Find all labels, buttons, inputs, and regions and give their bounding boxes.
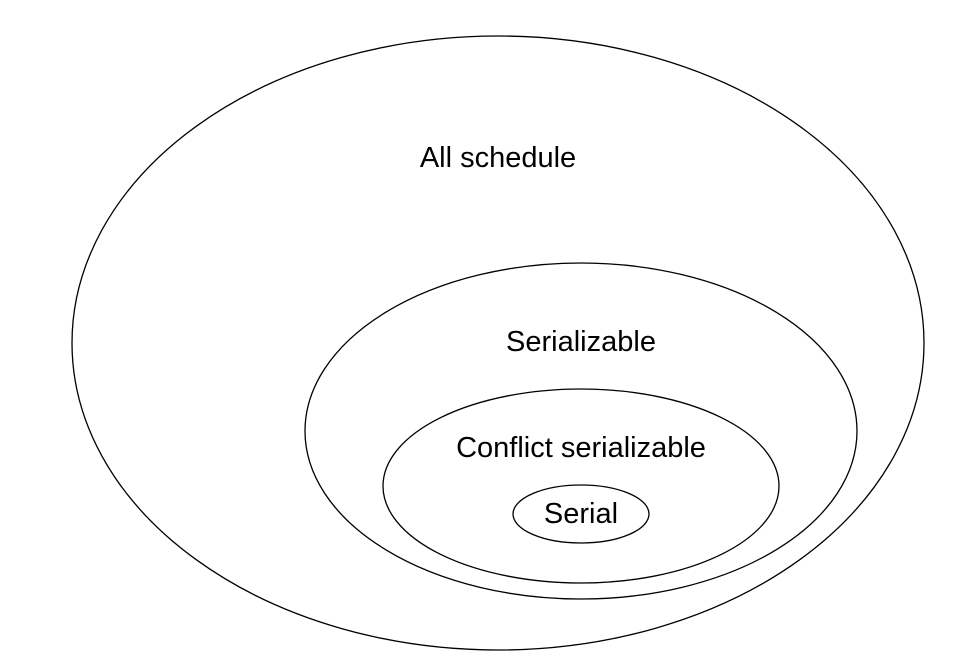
conflict-serializable-label: Conflict serializable	[456, 432, 706, 464]
set-conflict-serializable: Conflict serializable	[382, 388, 780, 584]
serial-ellipse	[512, 484, 650, 544]
set-serializable: Serializable	[304, 262, 858, 600]
serial-label: Serial	[544, 498, 618, 530]
set-serial: Serial	[512, 484, 650, 544]
serializable-ellipse	[304, 262, 858, 600]
conflict-serializable-ellipse	[382, 388, 780, 584]
all-schedule-label: All schedule	[420, 142, 576, 174]
all-schedule-ellipse	[71, 35, 925, 651]
set-all-schedule: All schedule	[71, 35, 925, 651]
serializable-label: Serializable	[506, 326, 656, 358]
